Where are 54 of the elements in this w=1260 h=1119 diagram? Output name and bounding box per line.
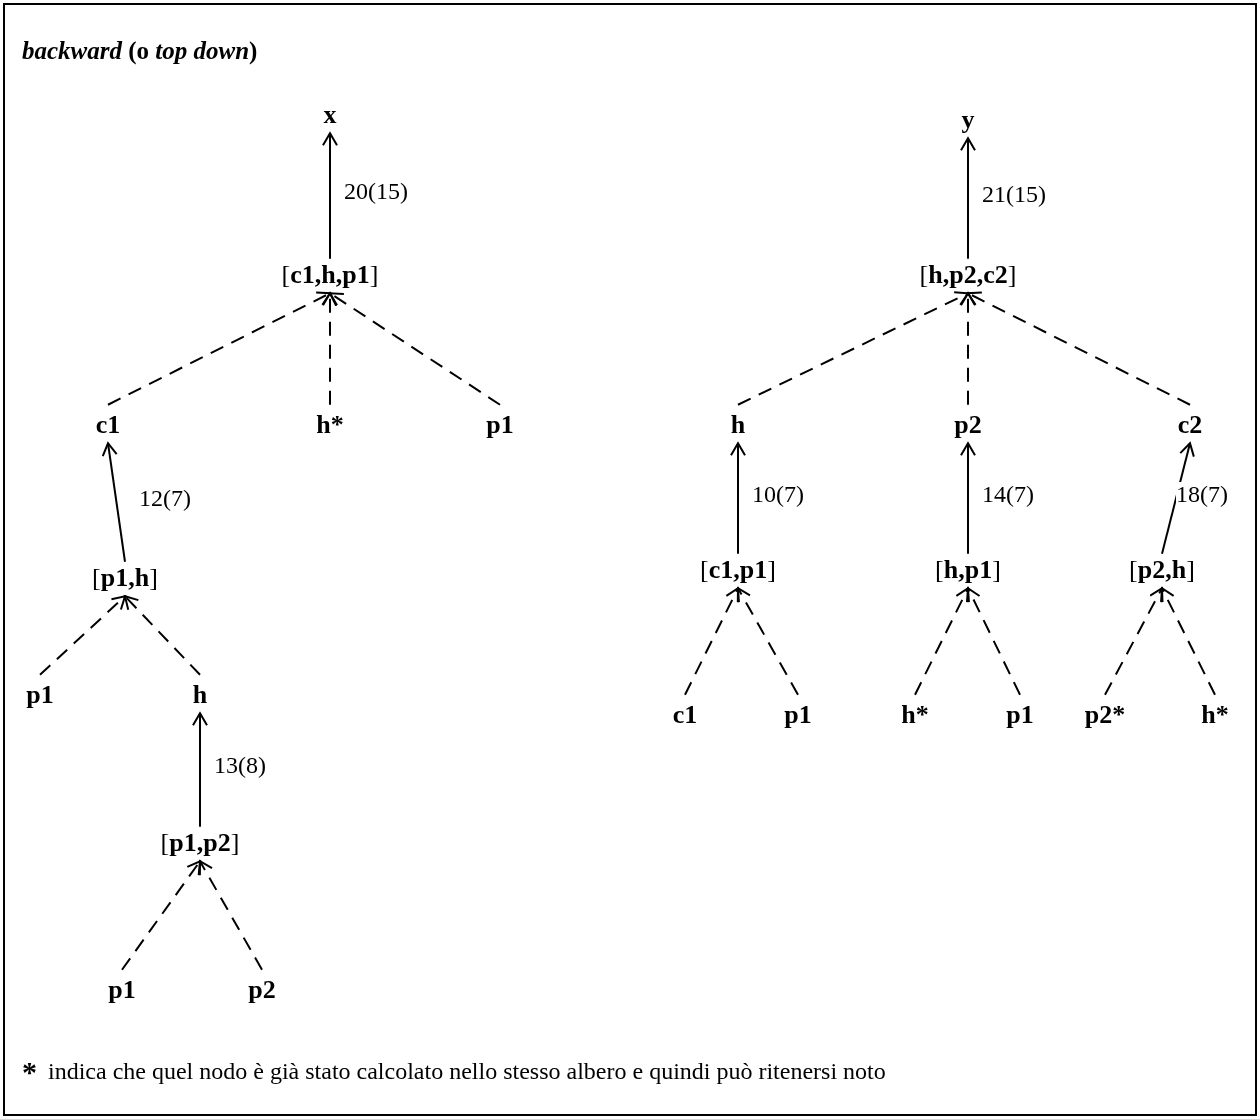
- tree-node-label: h*: [314, 408, 346, 442]
- tree-node-label: p1: [1004, 698, 1036, 732]
- tree-node-label: p1: [484, 408, 516, 442]
- dashed-arrow: [967, 291, 1191, 406]
- dashed-arrow: [965, 587, 1021, 696]
- dashed-arrow: [198, 860, 263, 971]
- tree-node-label: p1: [782, 698, 814, 732]
- edge-label: 20(15): [344, 179, 408, 203]
- dashed-arrow: [960, 292, 976, 406]
- tree-node-label: [p1,p2]: [158, 826, 242, 860]
- tree-node-label: [c1,h,p1]: [279, 258, 381, 292]
- tree-node-label: y: [959, 103, 977, 137]
- tree-node-label: p2: [952, 408, 984, 442]
- dashed-arrow: [684, 587, 740, 696]
- tree-node-label: h*: [899, 698, 931, 732]
- dashed-arrow: [322, 292, 338, 406]
- footnote-text: indica che quel nodo è già stato calcolato nello stesso albero e quindi può ritenersi noto: [48, 1057, 886, 1086]
- dashed-arrow: [124, 595, 201, 676]
- tree-node-label: h: [728, 408, 748, 442]
- title: backward (o top down): [22, 36, 258, 67]
- tree-node-label: [c1,p1]: [698, 553, 778, 587]
- arrow: [1161, 442, 1195, 555]
- tree-node-label: p2: [246, 973, 278, 1007]
- dashed-arrow: [737, 291, 969, 406]
- arrow: [192, 712, 208, 828]
- arrow: [960, 137, 976, 260]
- tree-node-label: [p1,h]: [90, 561, 160, 595]
- edge-label: 13(8): [214, 753, 266, 777]
- tree-node-label: c1: [670, 698, 700, 732]
- tree-node-label: p1: [106, 973, 138, 1007]
- tree-node-label: p1: [24, 678, 56, 712]
- tree-node-label: h: [190, 678, 210, 712]
- edge-label: 18(7): [1176, 481, 1228, 506]
- dashed-arrow: [107, 291, 331, 406]
- dashed-arrow: [329, 292, 501, 406]
- tree-node-label: [p2,h]: [1127, 553, 1197, 587]
- tree-node-label: x: [321, 98, 339, 132]
- arrow: [101, 442, 126, 563]
- tree-node-label: h*: [1199, 698, 1231, 732]
- arrow: [730, 442, 746, 555]
- dashed-arrow: [39, 595, 126, 676]
- dashed-arrow: [121, 860, 201, 971]
- tree-node-label: c1: [93, 408, 123, 442]
- tree-node-label: [h,p2,c2]: [917, 258, 1019, 292]
- dashed-arrow: [736, 587, 799, 696]
- dashed-arrow: [914, 587, 970, 696]
- tree-node-label: c2: [1175, 408, 1205, 442]
- dashed-arrow: [1160, 587, 1216, 696]
- arrow: [960, 442, 976, 555]
- arrow: [322, 132, 338, 260]
- tree-node-label: p2*: [1082, 698, 1128, 732]
- dashed-arrow: [1104, 587, 1164, 696]
- footnote-asterisk: *: [22, 1057, 37, 1087]
- tree-node-label: [h,p1]: [933, 553, 1003, 587]
